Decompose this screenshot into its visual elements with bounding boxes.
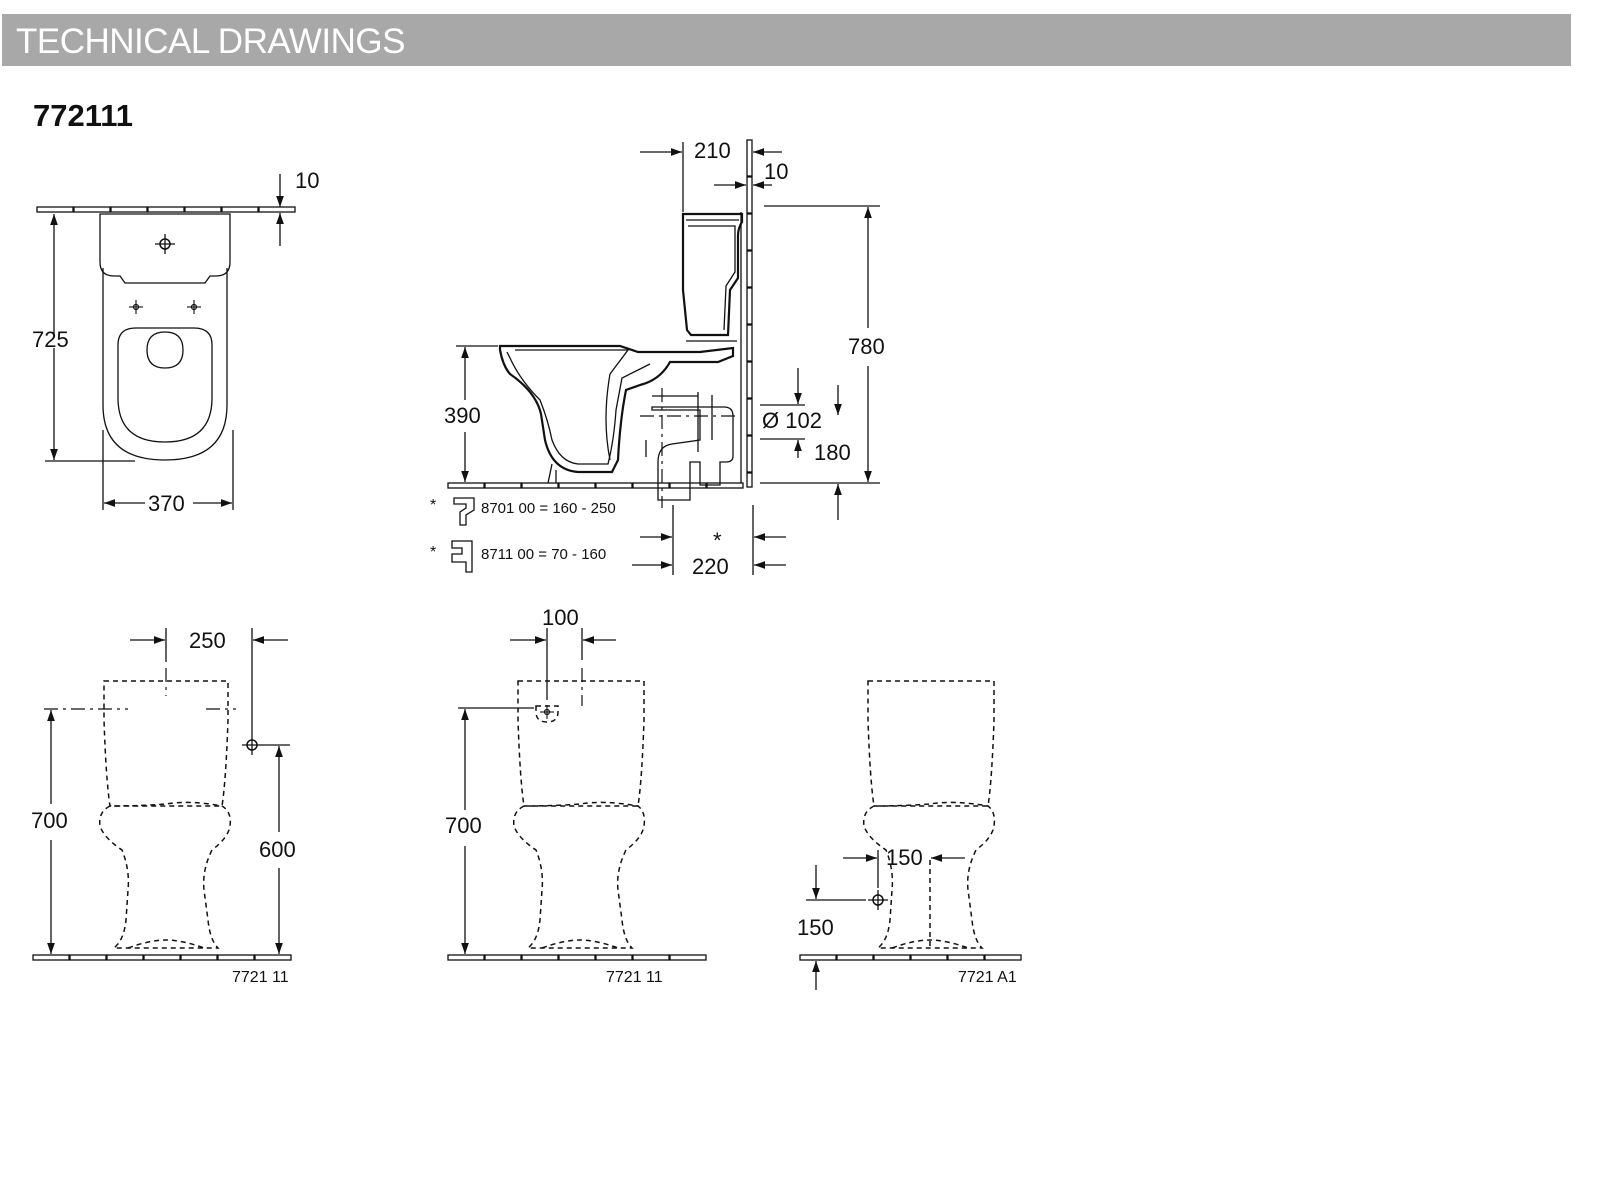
floor-strip-front-3: [799, 954, 1022, 961]
floor-strip-side: [447, 482, 744, 489]
pan-connector-long-icon: [453, 497, 475, 526]
pedestal-front-3: [862, 801, 996, 949]
dim-side-total-height: 780: [848, 334, 885, 359]
seat-outline: [117, 327, 213, 443]
dim-side-outlet-offset: 220: [692, 554, 729, 579]
header-bar: TECHNICAL DRAWINGS: [2, 14, 1571, 66]
flush-valve-front-2: [535, 705, 559, 723]
note-2-text: 8711 00 = 70 - 160: [481, 546, 606, 563]
dim-front-3-lateral-offset: 150: [886, 845, 923, 870]
side-view: 210 10 780 390 Ø 102 180 * 220: [430, 138, 885, 579]
dim-side-cistern-depth: 210: [694, 138, 731, 163]
product-code: 772111: [33, 98, 134, 133]
wall-strip-side: [746, 139, 753, 488]
front-view-1: 250 700 600 7721 11: [31, 628, 296, 986]
dim-front-2-height: 700: [445, 813, 482, 838]
model-front-2: 7721 11: [606, 969, 663, 986]
bowl-side: [498, 344, 735, 474]
floor-strip-front-1: [32, 954, 292, 961]
dim-side-outlet-diameter: Ø 102: [762, 408, 822, 433]
note-2-marker: *: [430, 544, 436, 561]
dim-front-1-connection-height: 600: [259, 837, 296, 862]
wall-strip-top: [36, 206, 296, 213]
pedestal-front-1: [98, 801, 232, 949]
dim-side-wall-gap: 10: [764, 159, 788, 184]
cistern-outline-top: [99, 213, 231, 284]
flush-valve-center-icon: [539, 704, 555, 720]
dim-side-outlet-height: 180: [814, 440, 851, 465]
dim-front-3-connection-height: 150: [797, 915, 834, 940]
top-view: 10 725 370: [32, 168, 319, 516]
dim-front-2-hole-offset: 100: [542, 605, 579, 630]
cistern-front-2: [517, 680, 645, 807]
flush-button-icon: [154, 233, 176, 255]
dim-top-wall-gap: 10: [295, 168, 319, 193]
front-view-2: 100 700 7721 11: [445, 605, 707, 986]
fixing-hole-right-icon: [186, 299, 202, 315]
fixing-hole-left-icon: [128, 299, 144, 315]
cistern-front-3: [867, 680, 995, 807]
floor-strip-front-2: [447, 954, 707, 961]
dim-front-1-hole-spacing: 250: [189, 628, 226, 653]
model-front-3: 7721 A1: [958, 969, 1017, 986]
dim-side-seat-height: 390: [444, 403, 481, 428]
pedestal-front-2: [512, 801, 646, 949]
water-connection-1-icon: [241, 734, 263, 756]
note-1-text: 8701 00 = 160 - 250: [481, 500, 616, 517]
model-front-1: 7721 11: [232, 969, 289, 986]
pan-connector-short-icon: [451, 540, 473, 573]
bowl-outline-top: [102, 268, 228, 461]
front-view-3: 150 150 7721 A1: [797, 680, 1022, 990]
side-asterisk: *: [713, 528, 722, 553]
dim-front-1-height: 700: [31, 808, 68, 833]
cistern-front-1: [103, 680, 229, 807]
dim-top-depth: 725: [32, 327, 69, 352]
seat-opening: [146, 331, 184, 369]
cistern-side: [681, 212, 744, 337]
note-1-marker: *: [430, 497, 436, 514]
dim-top-width: 370: [148, 491, 185, 516]
outlet-pan-connector: [651, 406, 734, 501]
header-title: TECHNICAL DRAWINGS: [16, 22, 406, 61]
water-connection-3-icon: [867, 889, 889, 911]
